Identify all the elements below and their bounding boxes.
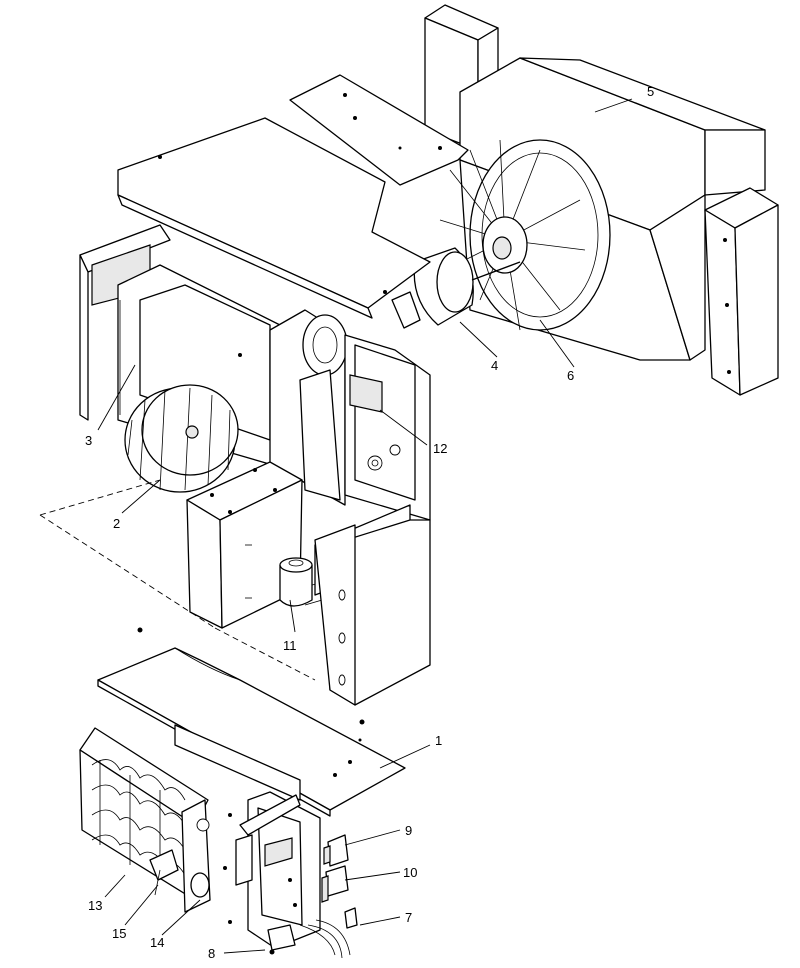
leader-lines xyxy=(97,98,633,954)
base-pan-part[interactable] xyxy=(97,627,406,817)
right-side-panel[interactable] xyxy=(344,334,431,521)
thermostat-bracket-part[interactable] xyxy=(181,799,211,913)
front-access-panel[interactable] xyxy=(314,504,431,706)
blower-wheel-part[interactable] xyxy=(124,384,239,493)
wire-harness-part[interactable] xyxy=(299,907,358,959)
callout-7: 7 xyxy=(405,910,412,925)
callout-12: 12 xyxy=(433,441,447,456)
callout-3: 3 xyxy=(85,433,92,448)
top-cover-panel[interactable] xyxy=(117,74,469,319)
callout-10: 10 xyxy=(403,865,417,880)
mounting-bracket-part[interactable] xyxy=(267,924,296,955)
callout-9: 9 xyxy=(405,823,412,838)
control-panel-part[interactable] xyxy=(223,791,321,949)
fan-motor-part[interactable] xyxy=(391,247,521,329)
callout-6: 6 xyxy=(567,368,574,383)
assembly-guide-line xyxy=(39,479,316,681)
access-cover-part xyxy=(349,374,383,413)
limit-switch-part[interactable] xyxy=(149,849,179,896)
transformer-part[interactable] xyxy=(321,865,349,903)
callout-5: 5 xyxy=(647,84,654,99)
callout-labels: 5 6 4 12 3 2 11 1 9 10 7 8 13 15 14 xyxy=(85,84,654,961)
condenser-fan-blade-part[interactable] xyxy=(439,139,611,331)
callout-15: 15 xyxy=(112,926,126,941)
callout-14: 14 xyxy=(150,935,164,950)
callout-2: 2 xyxy=(113,516,120,531)
callout-8: 8 xyxy=(208,946,215,961)
callout-11: 11 xyxy=(283,638,297,653)
callout-4: 4 xyxy=(491,358,498,373)
callout-1: 1 xyxy=(435,733,442,748)
callout-13: 13 xyxy=(88,898,102,913)
capacitor-part[interactable] xyxy=(279,557,325,607)
center-bulkhead-panel[interactable] xyxy=(269,309,348,506)
relay-part[interactable] xyxy=(323,834,349,867)
